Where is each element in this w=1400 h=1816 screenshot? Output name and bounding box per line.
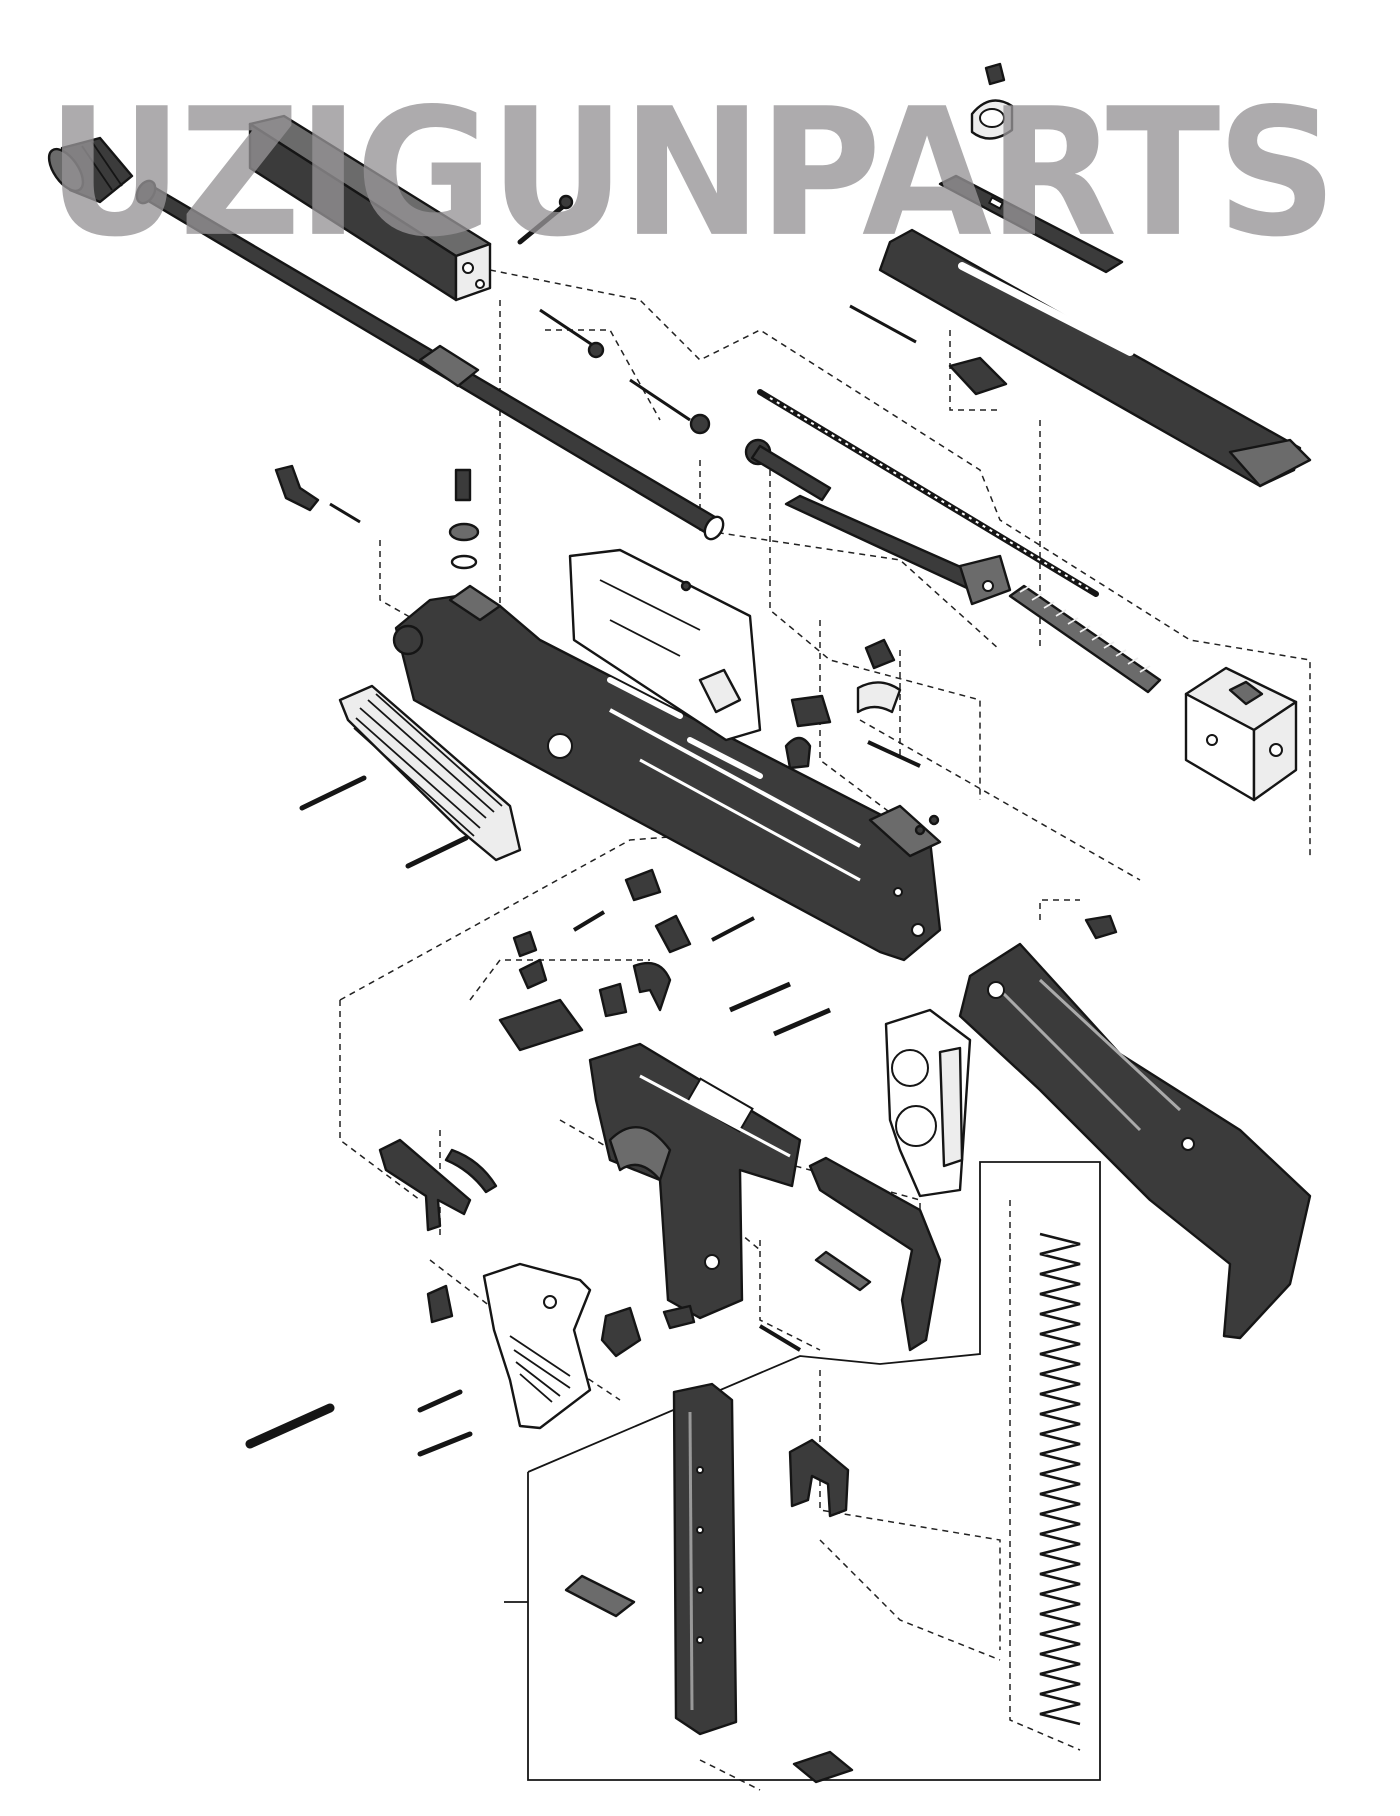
grip-panel-left bbox=[482, 1262, 592, 1430]
small-block-left bbox=[426, 1284, 454, 1324]
feed-cover-panel bbox=[568, 548, 762, 742]
bolt-slide bbox=[784, 494, 1012, 606]
ejector bbox=[274, 464, 320, 512]
grip-frame bbox=[588, 1042, 802, 1320]
grip-panel-right bbox=[884, 1008, 972, 1198]
rear-sight-screw bbox=[984, 62, 1006, 86]
magazine-base bbox=[792, 1750, 854, 1784]
barrel bbox=[135, 179, 725, 541]
catch-spring bbox=[444, 1148, 498, 1194]
sear-assembly-upper bbox=[784, 638, 940, 836]
magazine-callout-box bbox=[504, 1161, 1101, 1781]
handguard bbox=[338, 684, 522, 862]
trigger-parts bbox=[498, 868, 831, 1052]
folding-stock bbox=[958, 942, 1312, 1340]
receiver bbox=[392, 584, 942, 962]
magazine-follower bbox=[788, 1438, 850, 1518]
recoil-spring-guide bbox=[757, 389, 1099, 597]
barrel-nut bbox=[47, 136, 134, 204]
cover-latch-spring bbox=[849, 304, 1008, 396]
cover-screw bbox=[517, 194, 574, 245]
handguard-screws bbox=[299, 775, 469, 869]
magazine-catch bbox=[378, 1138, 472, 1232]
rear-block bbox=[1184, 666, 1298, 802]
magazine-floor-plate bbox=[564, 1574, 636, 1618]
leader-lines bbox=[339, 269, 1311, 1791]
magazine-body bbox=[672, 1382, 738, 1736]
magazine-spring bbox=[1039, 1232, 1081, 1726]
rear-sight-ring bbox=[970, 99, 1014, 140]
top-cover-block bbox=[248, 114, 492, 302]
sight-plate bbox=[938, 174, 1124, 274]
grip-pins bbox=[245, 1389, 473, 1457]
small-spring-pin bbox=[539, 308, 711, 435]
trigger-small-parts bbox=[600, 1304, 802, 1358]
top-cover bbox=[878, 228, 1312, 488]
stock-pin bbox=[1084, 914, 1118, 940]
ejector-spring bbox=[329, 502, 361, 524]
selector-lever bbox=[808, 1156, 942, 1352]
selector-spring bbox=[814, 1250, 872, 1292]
firing-pin bbox=[744, 438, 832, 502]
front-sight-spring-stack bbox=[448, 468, 480, 570]
recoil-spring bbox=[1008, 584, 1162, 694]
